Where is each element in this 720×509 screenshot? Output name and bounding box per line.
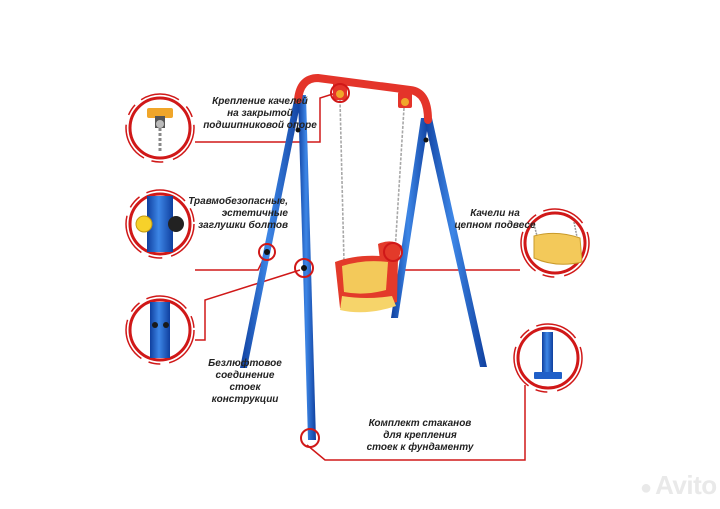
foundation-cup-icon [534, 332, 562, 379]
backlash-joint-icon [150, 302, 170, 358]
right-rear-leg [424, 118, 487, 367]
callout-ring-foundation [513, 323, 583, 393]
connector-backlash [195, 269, 301, 341]
connector-bearing [195, 92, 337, 143]
label-bolt-caps: Травмобезопасные, эстетичные заглушки бо… [188, 196, 288, 231]
joint-bolt-left [264, 249, 270, 255]
chain-seat-icon [533, 221, 583, 265]
joint-bolt-rear [301, 265, 307, 271]
label-chain-swing: Качели на цепном подвесе [454, 208, 536, 231]
bearing-mount-icon [147, 108, 173, 152]
bearing-brackets [333, 82, 412, 108]
callout-ring-bearing [125, 93, 195, 163]
swing-chains [339, 99, 405, 263]
label-foundation-cups: Комплект стаканов для крепления стоек к … [366, 418, 474, 453]
avito-logo-icon: ● [640, 477, 656, 499]
top-beam [294, 73, 432, 124]
connector-bolt-caps [195, 251, 268, 271]
swing-seat [335, 241, 402, 313]
connector-lines [195, 92, 526, 461]
swing-frame [240, 73, 487, 440]
left-rear-leg [298, 95, 316, 440]
callout-ring-bolt-caps [125, 189, 195, 259]
left-front-leg [240, 95, 302, 368]
bolt-cap-icon [135, 196, 184, 252]
avito-watermark: ● Avito [640, 470, 717, 500]
right-front-leg [391, 118, 429, 318]
label-bearing-mount: Крепление качелей на закрытой подшипнико… [203, 96, 317, 131]
callout-ring-backlash [125, 295, 195, 365]
callout-ring-chain-swing [520, 208, 590, 278]
connector-foundation [306, 385, 526, 461]
frame-markers [258, 83, 403, 448]
label-backlash-free: Безлюфтовое соединение стоек конструкции [208, 358, 282, 405]
